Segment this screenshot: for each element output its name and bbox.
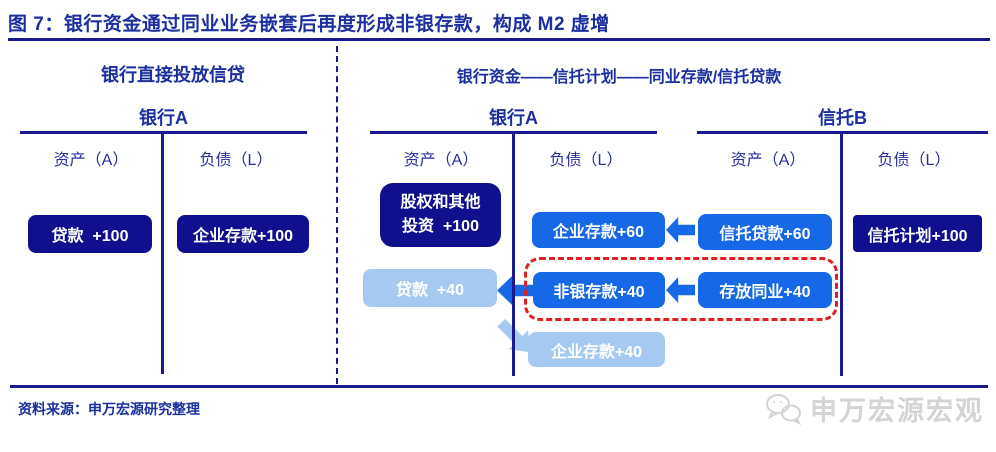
- footer-rule: [10, 385, 988, 388]
- corp-deposit-plus-40-box: 企业存款+40: [528, 332, 665, 367]
- equity-other-investment-plus-100-box: 股权和其他 投资 +100: [380, 183, 501, 247]
- corp-deposit-plus-100-box: 企业存款+100: [177, 215, 309, 253]
- trust-loan-plus-60-box: 信托贷款+60: [698, 214, 832, 250]
- loan-plus-40-box: 贷款 +40: [363, 269, 497, 307]
- left-liability-header: 负债（L）: [199, 152, 273, 169]
- figure-title: 图 7：银行资金通过同业业务嵌套后再度形成非银存款，构成 M2 虚增: [8, 14, 610, 35]
- bank-asset-header: 资产（A）: [403, 152, 479, 169]
- left-panel-heading: 银行直接投放信贷: [101, 65, 245, 85]
- trust-asset-header: 资产（A）: [730, 152, 806, 169]
- arrow-nonbank-deposit-to-loan-icon: [497, 276, 533, 305]
- title-underline: [8, 38, 990, 41]
- left-bank-a-name: 银行A: [139, 108, 188, 128]
- trust-liability-header: 负债（L）: [877, 152, 951, 169]
- trust-b-name: 信托B: [818, 108, 867, 128]
- trust-plan-plus-100-box: 信托计划+100: [853, 215, 982, 252]
- panel-divider-dashed-line: [336, 46, 338, 384]
- left-account-center-line: [161, 131, 164, 374]
- right-panel-heading: 银行资金——信托计划——同业存款/信托贷款: [456, 69, 782, 86]
- bank-liability-header: 负债（L）: [549, 152, 623, 169]
- trust-account-center-line: [840, 131, 843, 376]
- left-asset-header: 资产（A）: [53, 152, 129, 169]
- watermark: 申万宏源宏观: [764, 389, 984, 428]
- arrow-trust-loan-to-corp-deposit-icon: [666, 217, 695, 243]
- arrow-interbank-to-nonbank-deposit-icon: [666, 277, 695, 303]
- loan-plus-100-box: 贷款 +100: [28, 215, 152, 253]
- watermark-text: 申万宏源宏观: [810, 396, 984, 426]
- equity-box-line1: 股权和其他: [400, 194, 481, 211]
- data-source-note: 资料来源：申万宏源研究整理: [18, 401, 200, 417]
- corp-deposit-plus-60-box: 企业存款+60: [532, 212, 665, 248]
- right-bank-a-name: 银行A: [489, 108, 538, 128]
- wechat-bubbles-icon: [764, 392, 804, 426]
- equity-box-line2: 投资 +100: [402, 218, 479, 235]
- interbank-deposit-plus-40-box: 存放同业+40: [698, 272, 832, 308]
- nonbank-deposit-plus-40-box: 非银存款+40: [533, 272, 665, 308]
- bank-account-center-line: [512, 131, 515, 376]
